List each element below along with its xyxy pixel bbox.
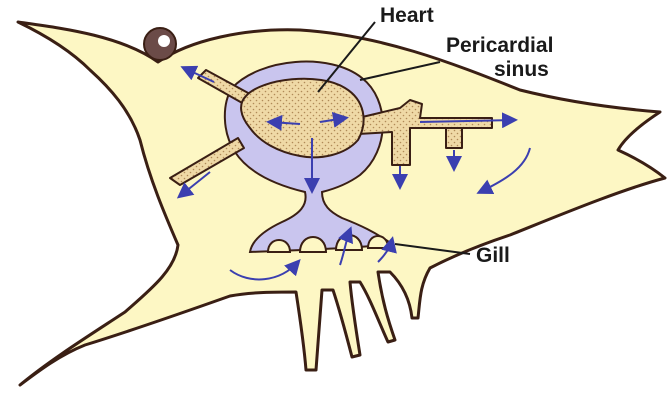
- label-heart: Heart: [380, 4, 434, 27]
- label-sinus: sinus: [494, 58, 549, 81]
- label-pericardial: Pericardial: [446, 34, 553, 57]
- label-gill: Gill: [476, 244, 510, 267]
- eye-highlight: [158, 35, 170, 47]
